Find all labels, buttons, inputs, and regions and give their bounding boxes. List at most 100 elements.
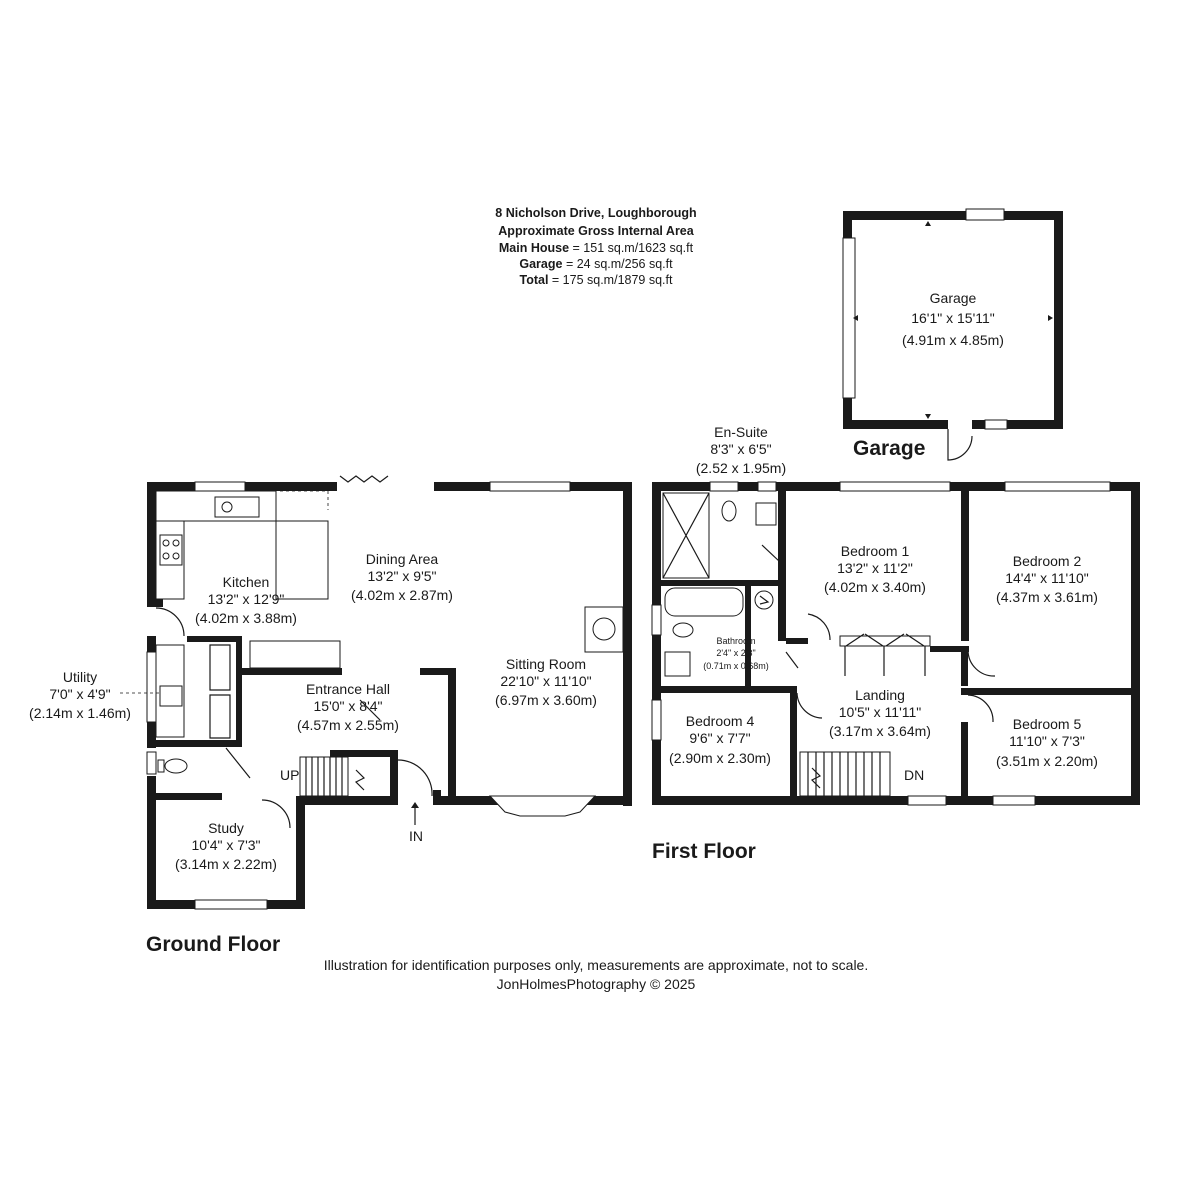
gf-window-wc <box>146 751 157 775</box>
gf-wall-hall-sitting <box>448 668 456 805</box>
ensuite-door <box>761 544 781 563</box>
bathroom-door <box>785 651 799 669</box>
front-door <box>397 759 433 797</box>
room-size-sitting: 22'10" x 11'10" <box>500 673 591 689</box>
room-name-bed5: Bedroom 5 <box>1013 716 1082 732</box>
gf-bay-window <box>488 795 597 817</box>
ff-window-bed4 <box>651 699 662 741</box>
room-size-bathroom: 2'4" x 2'3" <box>716 648 755 658</box>
room-name-bed2: Bedroom 2 <box>1013 553 1082 569</box>
ground-floor-plan: Kitchen 13'2" x 12'9" (4.02m x 3.88m) Di… <box>29 475 632 956</box>
garage-area-label: Garage <box>519 257 562 271</box>
gf-wall-bottom-hall <box>296 796 394 805</box>
ensuite-toilet <box>721 500 737 522</box>
room-name-bed1: Bedroom 1 <box>841 543 910 559</box>
kitchen-island <box>275 520 329 600</box>
room-size-kitchen: 13'2" x 12'9" <box>208 591 285 607</box>
garage-plan: Garage 16'1" x 15'11" (4.91m x 4.85m) Ga… <box>842 208 1063 461</box>
gf-wc-toilet <box>164 758 188 774</box>
entrance-marker: IN <box>409 828 423 844</box>
gf-window-utility <box>146 651 157 723</box>
floor-label-ground: Ground Floor <box>146 933 280 956</box>
ff-staircase <box>799 751 891 797</box>
garage-area: Garage = 24 sq.m/256 sq.ft <box>519 257 673 271</box>
ff-wall-bed2-bottom <box>961 688 1140 695</box>
room-name-ensuite: En-Suite <box>714 424 768 440</box>
fireplace <box>592 617 616 641</box>
room-size-garage: 16'1" x 15'11" <box>911 310 995 326</box>
ff-wall-bed1-left <box>778 491 786 641</box>
garage-side-door <box>947 429 973 461</box>
room-size-hall: 15'0" x 8'4" <box>314 698 383 714</box>
area-subtitle: Approximate Gross Internal Area <box>498 224 694 238</box>
utility-sink <box>159 685 183 707</box>
airing-cylinder <box>754 590 774 610</box>
ff-wall-bed4-right <box>790 686 797 805</box>
gf-wall-hall-top-right <box>420 668 456 675</box>
room-metric-garage: (4.91m x 4.85m) <box>902 332 1004 348</box>
stairs-down-marker: DN <box>904 767 924 783</box>
total-area-label: Total <box>520 273 549 287</box>
ff-window-bed5 <box>992 795 1036 806</box>
ff-window-bed1 <box>839 481 951 492</box>
ff-wall-landing-top-left <box>786 638 808 644</box>
ff-wall-airing-right <box>780 580 786 640</box>
room-name-utility: Utility <box>63 669 97 685</box>
kitchen-wall-units <box>280 490 329 510</box>
room-metric-study: (3.14m x 2.22m) <box>175 856 277 872</box>
ensuite-basin <box>755 502 777 526</box>
bed2-door <box>967 649 996 677</box>
study-door <box>261 799 291 829</box>
room-size-ensuite: 8'3" x 6'5" <box>710 441 771 457</box>
gf-wall-utility-top <box>187 636 242 642</box>
ff-wall-bath-right <box>745 580 751 686</box>
gf-window-kitchen <box>194 481 246 492</box>
room-name-garage: Garage <box>930 290 977 306</box>
bed1-door <box>807 613 831 641</box>
kitchen-hob <box>159 534 183 566</box>
room-size-bed2: 14'4" x 11'10" <box>1005 570 1089 586</box>
garage-window-bottom <box>984 419 1008 430</box>
ff-wall-bottom <box>652 796 1140 805</box>
bathroom-basin <box>664 651 691 677</box>
ff-window-bed2 <box>1004 481 1111 492</box>
main-house-value: = 151 sq.m/1623 sq.ft <box>569 241 694 255</box>
hall-sideboard <box>249 640 341 669</box>
wc-door <box>225 747 251 779</box>
gf-wall-left-kitchen <box>147 482 156 604</box>
ff-wall-right <box>1131 482 1140 805</box>
credit-text: JonHolmesPhotography © 2025 <box>497 976 696 992</box>
room-name-study: Study <box>208 820 244 836</box>
gf-staircase <box>299 756 366 797</box>
room-metric-bed5: (3.51m x 2.20m) <box>996 753 1098 769</box>
garage-window-top <box>965 208 1005 221</box>
room-metric-utility: (2.14m x 1.46m) <box>29 705 131 721</box>
room-metric-bed4: (2.90m x 2.30m) <box>669 750 771 766</box>
gf-wall-utility-right <box>236 636 242 742</box>
main-house-label: Main House <box>499 241 569 255</box>
gf-wall-study-right <box>296 796 305 909</box>
room-metric-sitting: (6.97m x 3.60m) <box>495 692 597 708</box>
gf-window-study <box>194 899 268 910</box>
bed1-wardrobes <box>839 633 931 676</box>
room-metric-dining: (4.02m x 2.87m) <box>351 587 453 603</box>
room-size-study: 10'4" x 7'3" <box>192 837 261 853</box>
gf-wall-stair-landing <box>330 750 398 757</box>
ff-wall-ensuite-bottom <box>661 580 751 586</box>
room-size-utility: 7'0" x 4'9" <box>49 686 110 702</box>
bed4-door <box>796 692 823 719</box>
bathroom-toilet <box>672 622 694 638</box>
total-area: Total = 175 sq.m/1879 sq.ft <box>520 273 674 287</box>
room-size-landing: 10'5" x 11'11" <box>839 704 922 720</box>
gf-wall-right <box>623 482 632 806</box>
room-metric-hall: (4.57m x 2.55m) <box>297 717 399 733</box>
sink-bowl <box>221 501 233 513</box>
bed5-door <box>967 694 994 723</box>
garage-area-value: = 24 sq.m/256 sq.ft <box>562 257 673 271</box>
room-name-bathroom: Bathroom <box>716 636 755 646</box>
ff-window-bath <box>651 604 662 636</box>
utility-cupboards <box>209 644 231 739</box>
room-metric-bed1: (4.02m x 3.40m) <box>824 579 926 595</box>
room-name-landing: Landing <box>855 687 905 703</box>
gf-wall-kitchen-utility <box>147 599 163 607</box>
